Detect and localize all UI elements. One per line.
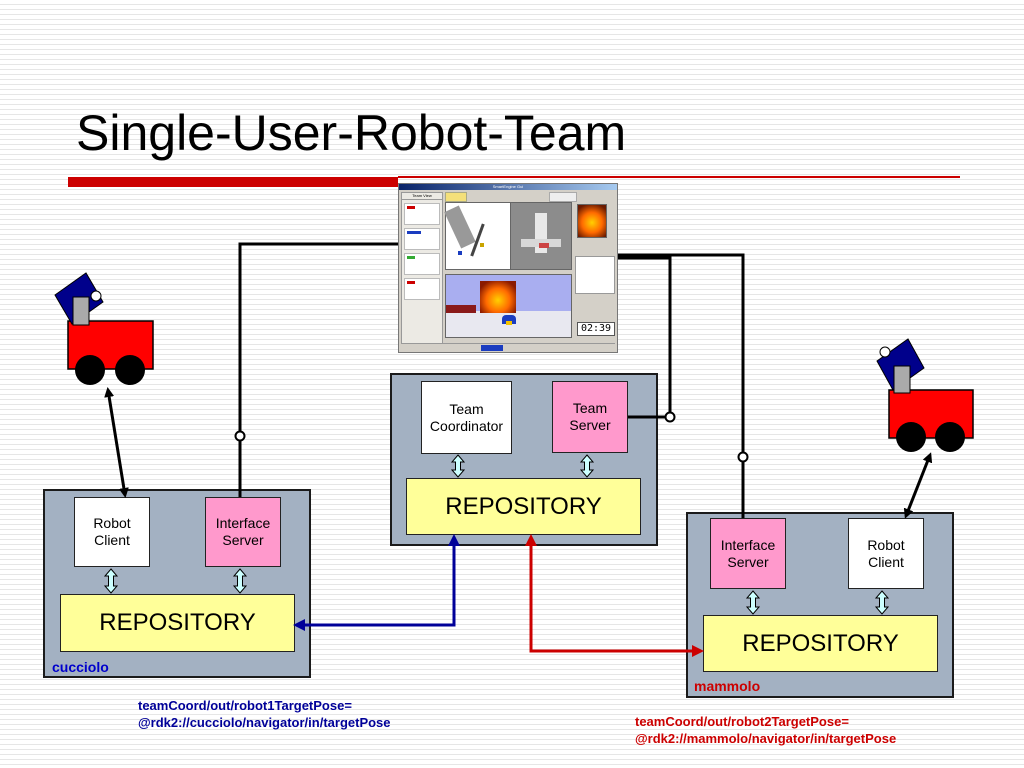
- mammolo-connector-dot: [737, 451, 749, 463]
- interface-server-to-gui-line: [238, 242, 398, 497]
- team-server-connector-dot: [664, 411, 676, 423]
- screenshot-clock: 02:39: [577, 322, 615, 336]
- cucciolo-to-central-link: [293, 534, 460, 631]
- double-arrow-cucciolo-server: [232, 568, 248, 594]
- gui-screenshot: SmartEngine Gui Team View 02:39: [398, 183, 618, 353]
- mammolo-repository: REPOSITORY: [703, 615, 938, 672]
- screenshot-robot-row-2: [404, 228, 440, 250]
- double-arrow-team-server: [579, 454, 595, 478]
- mammolo-robot-client-box: Robot Client: [848, 518, 924, 589]
- mammolo-robot-link-arrow: [903, 452, 933, 519]
- screenshot-map-view: [444, 202, 511, 270]
- team-coordinator-box: Team Coordinator: [421, 381, 512, 454]
- cucciolo-connector-dot: [234, 430, 246, 442]
- cucciolo-interface-server-box: Interface Server: [205, 497, 281, 567]
- screenshot-toolbar-right: [549, 192, 577, 202]
- double-arrow-mammolo-server: [745, 590, 761, 615]
- cucciolo-repository: REPOSITORY: [60, 594, 295, 652]
- screenshot-side-panel: [575, 256, 615, 294]
- team-server-to-gui-line: [618, 256, 672, 419]
- screenshot-button-bar: [401, 343, 615, 352]
- mammolo-link-caption: teamCoord/out/robot2TargetPose= @rdk2://…: [635, 713, 896, 747]
- cucciolo-robot-link-arrow: [104, 387, 129, 498]
- central-to-mammolo-link: [525, 534, 704, 657]
- central-repository: REPOSITORY: [406, 478, 641, 535]
- cucciolo-robot-icon: [54, 272, 154, 385]
- screenshot-robot-row-4: [404, 278, 440, 300]
- screenshot-3d-view: [510, 202, 572, 270]
- double-arrow-team-coordinator: [450, 454, 466, 478]
- mammolo-interface-server-box: Interface Server: [710, 518, 786, 589]
- screenshot-fire-thumb: [577, 204, 607, 238]
- screenshot-titlebar: SmartEngine Gui: [399, 184, 617, 190]
- screenshot-robot-row-3: [404, 253, 440, 275]
- cucciolo-robot-client-box: Robot Client: [74, 497, 150, 567]
- cucciolo-link-caption: teamCoord/out/robot1TargetPose= @rdk2://…: [138, 697, 391, 731]
- cucciolo-link-caption-line1: teamCoord/out/robot1TargetPose=: [138, 698, 352, 713]
- screenshot-robot-row-1: [404, 203, 440, 225]
- mammolo-link-caption-line1: teamCoord/out/robot2TargetPose=: [635, 714, 849, 729]
- slide-title: Single-User-Robot-Team: [76, 105, 627, 161]
- mammolo-link-caption-line2: @rdk2://mammolo/navigator/in/targetPose: [635, 731, 897, 746]
- title-underline-rule: [398, 176, 960, 178]
- screenshot-team-panel: Team View: [401, 192, 443, 344]
- screenshot-team-panel-title: Team View: [402, 193, 442, 200]
- screenshot-toolbar: [445, 192, 467, 202]
- mammolo-label: mammolo: [694, 678, 761, 694]
- double-arrow-mammolo-client: [874, 590, 890, 615]
- mammolo-robot-icon: [876, 338, 974, 452]
- cucciolo-label: cucciolo: [52, 659, 109, 675]
- double-arrow-cucciolo-client: [103, 568, 119, 594]
- mammolo-interface-to-gui-line: [618, 253, 745, 518]
- screenshot-camera-view: [445, 274, 572, 338]
- team-server-box: Team Server: [552, 381, 628, 453]
- title-underline-bar: [68, 177, 398, 187]
- cucciolo-link-caption-line2: @rdk2://cucciolo/navigator/in/targetPose: [138, 715, 391, 730]
